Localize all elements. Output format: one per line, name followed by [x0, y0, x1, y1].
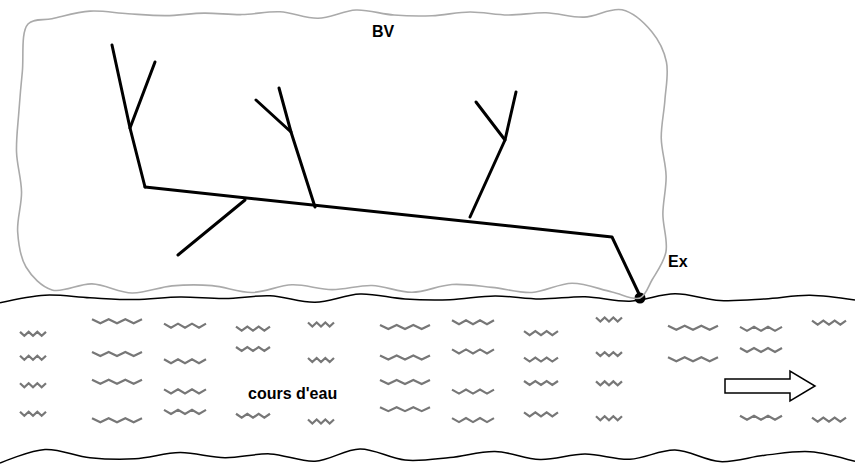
water-texture — [236, 347, 270, 351]
region-label: BV — [369, 22, 397, 41]
water-texture — [452, 349, 494, 353]
water-texture — [380, 407, 430, 411]
water-texture — [524, 331, 558, 335]
tributary — [470, 102, 505, 217]
river-bank — [0, 294, 855, 303]
water-texture — [20, 332, 46, 336]
tributary — [505, 92, 516, 140]
water-texture — [452, 390, 494, 394]
water-texture — [596, 317, 622, 321]
water-texture — [92, 418, 142, 422]
water-texture — [596, 352, 622, 356]
water-texture — [812, 418, 846, 422]
water-texture — [596, 381, 622, 385]
water-texture — [812, 321, 846, 325]
river-label: cours d'eau — [245, 384, 340, 403]
water-texture — [380, 356, 430, 360]
water-texture — [164, 389, 206, 393]
water-texture — [380, 325, 430, 329]
water-texture — [740, 416, 782, 420]
river-bank — [0, 449, 855, 463]
water-texture — [164, 324, 206, 328]
water-texture — [20, 356, 46, 360]
tributary — [130, 62, 155, 128]
tributary — [112, 45, 145, 187]
water-texture — [308, 323, 334, 327]
water-texture — [92, 380, 142, 384]
water-texture — [236, 414, 270, 418]
river-band: cours d'eau — [0, 284, 855, 475]
main-channel — [145, 187, 640, 296]
tributary — [279, 88, 291, 132]
water-texture — [164, 359, 206, 363]
water-texture — [380, 380, 430, 384]
water-texture — [740, 348, 782, 352]
water-texture — [92, 319, 142, 323]
water-texture — [524, 381, 558, 385]
water-texture — [164, 410, 206, 414]
water-texture — [20, 383, 46, 387]
water-texture — [236, 327, 270, 331]
watershed-outline — [16, 9, 667, 298]
water-texture — [524, 358, 558, 362]
water-texture — [668, 357, 718, 361]
water-texture — [668, 326, 718, 330]
river-banks — [0, 284, 855, 475]
water-texture — [308, 420, 334, 424]
water-texture — [740, 327, 782, 331]
tributary — [178, 200, 245, 255]
water-texture — [596, 416, 622, 420]
watershed-region: BV — [12, 2, 672, 308]
water-texture — [20, 317, 846, 423]
flow-arrow — [725, 371, 815, 401]
water-texture — [524, 412, 558, 416]
water-texture — [452, 418, 494, 422]
water-texture — [452, 320, 494, 324]
water-texture — [308, 358, 334, 362]
watershed-outline — [12, 2, 672, 308]
water-texture — [20, 412, 46, 416]
water-texture — [92, 352, 142, 356]
outlet-label: Ex — [668, 252, 688, 271]
